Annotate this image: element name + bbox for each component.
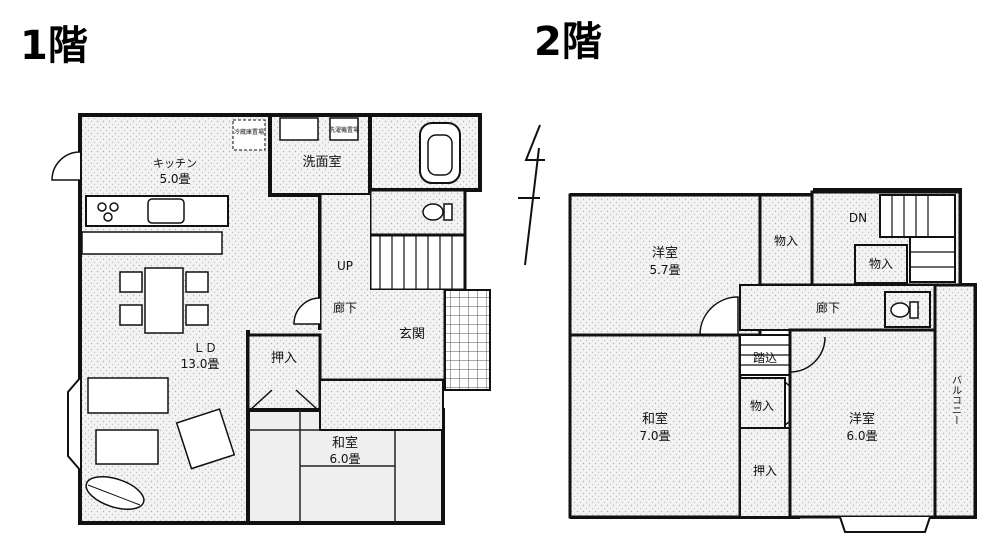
floor2-title: 2階 [534, 19, 602, 65]
svg-text:7.0畳: 7.0畳 [639, 429, 670, 443]
svg-text:13.0畳: 13.0畳 [181, 357, 220, 371]
svg-text:廊下: 廊下 [333, 300, 357, 315]
floor1-hall [320, 195, 370, 380]
floor1-title: 1階 [20, 23, 88, 69]
svg-text:洗濯機置場: 洗濯機置場 [329, 126, 359, 134]
floor1-labels: キッチン 5.0畳 ＬＤ 13.0畳 洗面室 冷蔵庫置場 洗濯機置場 UP 廊下… [153, 126, 425, 466]
svg-text:6.0畳: 6.0畳 [846, 429, 877, 443]
svg-text:UP: UP [337, 259, 353, 273]
floor1-closet [246, 333, 322, 412]
floor2-closet [739, 427, 791, 518]
stove-icon [97, 202, 107, 212]
svg-text:5.0畳: 5.0畳 [159, 172, 190, 186]
toilet-icon-2f [890, 302, 910, 318]
svg-text:物入: 物入 [774, 234, 798, 248]
toilet-icon [422, 203, 444, 221]
svg-text:押入: 押入 [271, 351, 297, 366]
svg-text:6.0畳: 6.0畳 [329, 452, 360, 466]
stair-treads [879, 194, 956, 283]
svg-text:和室: 和室 [642, 411, 668, 427]
floor1-entrance [370, 290, 445, 380]
svg-text:洋室: 洋室 [849, 411, 875, 427]
washer-place [329, 117, 359, 141]
svg-text:キッチン: キッチン [153, 157, 197, 170]
kitchen-sink-icon [147, 198, 185, 224]
living-furniture [85, 377, 236, 510]
room-door-icon [699, 296, 739, 336]
side-door-icon [51, 151, 81, 181]
dining-table-icon [119, 267, 209, 334]
floor2-storage2 [854, 244, 908, 284]
svg-text:洗面室: 洗面室 [302, 154, 341, 170]
svg-text:バルコニー: バルコニー [950, 375, 962, 425]
svg-text:物入: 物入 [869, 257, 893, 271]
svg-text:冷蔵庫置場: 冷蔵庫置場 [234, 128, 264, 136]
floor1-plan [51, 113, 491, 525]
svg-text:DN: DN [849, 211, 867, 225]
svg-text:5.7畳: 5.7畳 [649, 263, 680, 277]
sink-icon [279, 117, 319, 141]
svg-text:押入: 押入 [753, 464, 777, 478]
floor2-washitsu [568, 333, 742, 519]
floor2-plan [568, 188, 977, 533]
floor1-stairs [368, 233, 467, 292]
svg-text:踏込: 踏込 [753, 351, 777, 365]
svg-text:物入: 物入 [750, 399, 774, 413]
hall-door-icon [293, 297, 321, 325]
svg-text:和室: 和室 [332, 435, 358, 451]
compass-icon [518, 124, 545, 266]
svg-text:洋室: 洋室 [652, 245, 678, 261]
svg-text:玄関: 玄関 [399, 327, 425, 342]
floor2-labels: 洋室 5.7畳 物入 DN 物入 廊下 踏込 和室 7.0畳 物入 洋室 6.0… [639, 211, 961, 478]
counter-bar [81, 231, 223, 255]
svg-text:ＬＤ: ＬＤ [193, 341, 217, 355]
floor2-storage3 [739, 377, 786, 429]
svg-text:廊下: 廊下 [816, 300, 840, 315]
bathtub-icon [419, 122, 461, 184]
fridge-place [232, 119, 266, 151]
floor1-porch [444, 289, 491, 391]
